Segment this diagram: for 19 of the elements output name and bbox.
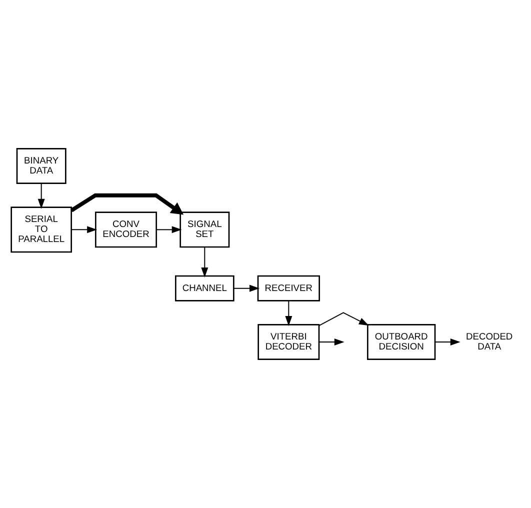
arrow <box>70 226 98 234</box>
node-box: CONV ENCODER <box>95 212 157 248</box>
node-box: CHANNEL <box>175 275 234 302</box>
arrow <box>285 300 292 326</box>
arrow <box>318 338 344 346</box>
node-box: SIGNAL SET <box>180 212 230 248</box>
arrow <box>70 193 184 215</box>
arrow <box>434 338 460 346</box>
node-box: OUTBOARD DECISION <box>367 324 436 360</box>
arrow <box>233 284 260 292</box>
arrow <box>156 226 182 234</box>
node-box: VITERBI DECODER <box>258 324 320 360</box>
node-box: BINARY DATA <box>16 148 66 184</box>
arrow <box>38 182 45 209</box>
node-box: RECEIVER <box>257 275 320 302</box>
node-text: DECODED DATA <box>466 331 513 352</box>
node-box: SERIAL TO PARALLEL <box>10 206 72 253</box>
arrow <box>318 312 369 326</box>
arrow <box>201 246 208 278</box>
